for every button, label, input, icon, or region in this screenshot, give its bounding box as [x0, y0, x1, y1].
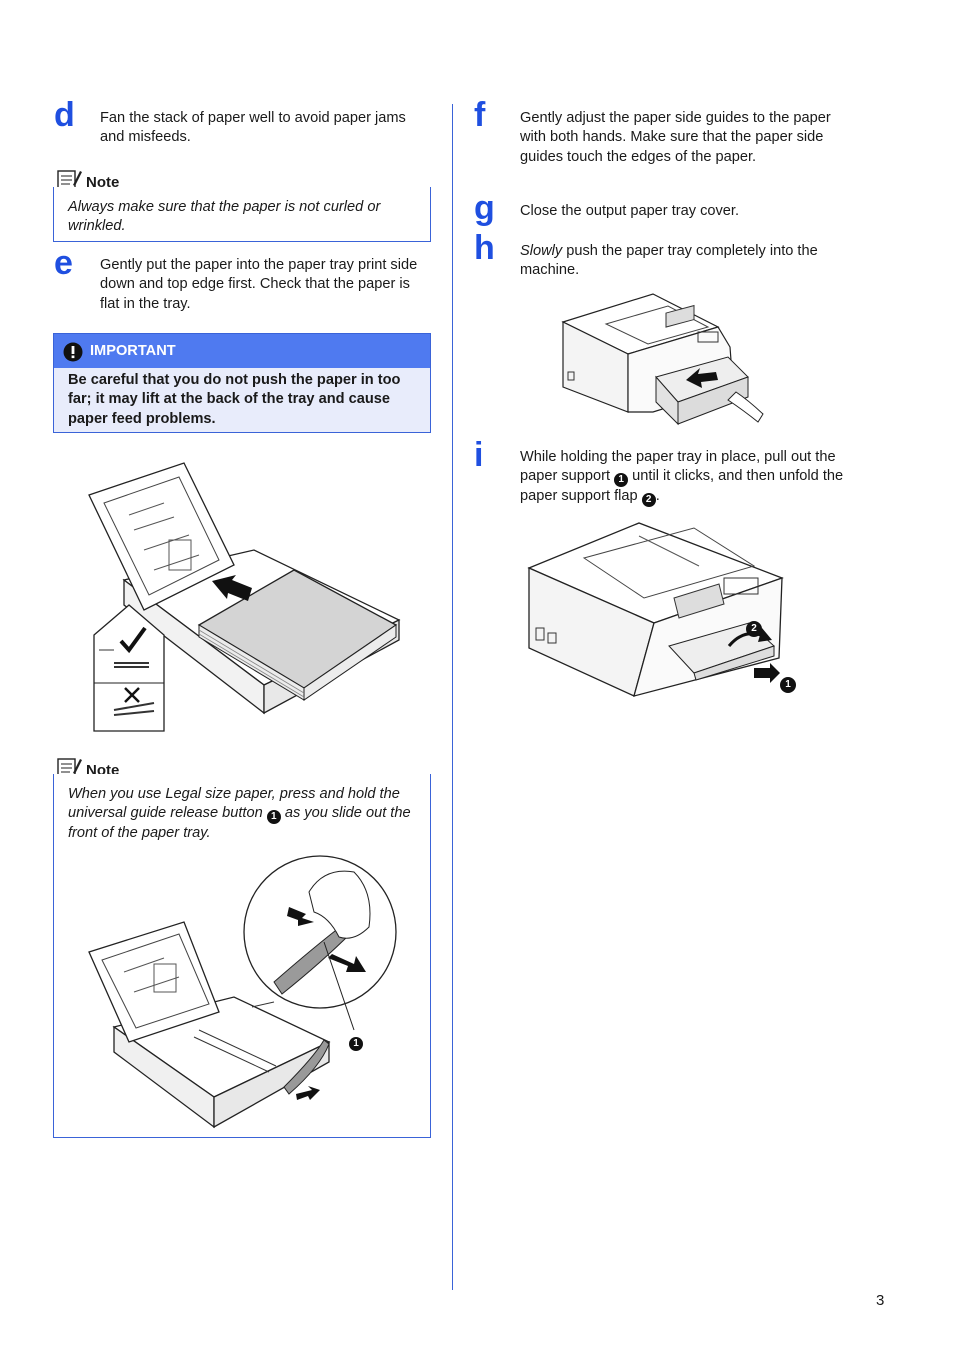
check-icon: [118, 625, 148, 660]
printer-push-tray-illustration: [558, 292, 768, 437]
note-1-label: Note: [86, 174, 120, 191]
callout-1-badge: 1: [266, 810, 281, 825]
step-letter-f: f: [474, 96, 486, 134]
note-2-text-part-1: When you use Legal size paper, press and…: [68, 786, 400, 822]
step-e-text: Gently put the paper into the paper tray…: [100, 257, 418, 312]
page-number: 3: [876, 1292, 885, 1309]
note-2-text-part-2: as you slide out the front of the paper …: [68, 805, 411, 842]
column-divider: [452, 104, 453, 1290]
note-2-text: When you use Legal size paper, press and…: [68, 785, 418, 844]
step-i-text-part-3: .: [655, 488, 660, 505]
callout-1-marker: 1: [780, 677, 796, 693]
callout-1-badge: 1: [614, 473, 629, 488]
note-pad-icon: [56, 167, 82, 198]
important-header: IMPORTANT: [54, 334, 430, 368]
step-letter-g: g: [474, 189, 495, 227]
step-letter-h: h: [474, 229, 495, 267]
step-g-text: Close the output paper tray cover.: [520, 203, 740, 219]
note-1-box: [53, 187, 431, 242]
step-h-emphasis: Slowly: [520, 243, 563, 259]
step-letter-e: e: [54, 244, 73, 282]
step-h-text-rest: push the paper tray completely into the …: [520, 243, 818, 279]
step-i-text-part-1: While holding the paper tray in place, p…: [520, 449, 836, 485]
step-i-text-part-2: until it clicks, and then unfold the pap…: [520, 468, 844, 505]
callout-2-badge: 2: [641, 493, 656, 508]
step-letter-i: i: [474, 436, 484, 474]
printer-paper-support-illustration: 2 1: [524, 518, 799, 708]
important-box: IMPORTANT Be careful that you do not pus…: [53, 333, 431, 433]
note-1-text: Always make sure that the paper is not c…: [68, 199, 381, 235]
exclamation-icon: [63, 342, 83, 367]
step-letter-d: d: [54, 96, 75, 134]
step-i-text: While holding the paper tray in place, p…: [520, 448, 850, 508]
callout-2-marker: 2: [746, 621, 762, 637]
step-f-text: Gently adjust the paper side guides to t…: [520, 110, 831, 165]
callout-1-marker: 1: [349, 1037, 363, 1051]
tray-paper-illustration: [84, 455, 414, 745]
cross-icon: [122, 685, 142, 710]
important-text: Be careful that you do not push the pape…: [68, 372, 401, 427]
step-h-text: Slowly push the paper tray completely in…: [520, 242, 850, 281]
important-label: IMPORTANT: [90, 343, 176, 359]
step-d-text: Fan the stack of paper well to avoid pap…: [100, 110, 406, 146]
legal-tray-illustration: 1: [84, 852, 404, 1139]
